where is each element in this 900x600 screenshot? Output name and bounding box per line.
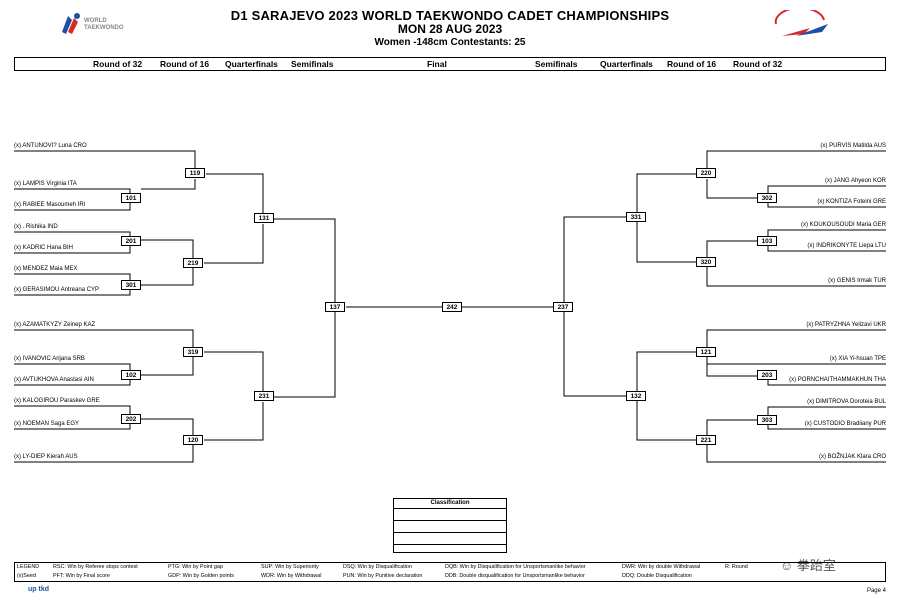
competitor-right-5: (x) INDRIKONYTE Liepa LTU <box>807 243 886 249</box>
competitor-right-3: (x) KONTIZA Foteini GRE <box>817 199 886 205</box>
round-header-right-r16: Round of 16 <box>667 59 717 69</box>
match-box-320: 320 <box>696 257 716 267</box>
rounds-header-bar: Round of 32 Round of 16 Quarterfinals Se… <box>14 57 886 71</box>
match-box-302: 302 <box>757 193 777 203</box>
classification-row-4 <box>394 545 506 556</box>
event-date: MON 28 AUG 2023 <box>397 22 503 36</box>
legend-dqb: DQB: Win by Disqualification for Unsport… <box>445 564 586 570</box>
match-box-101: 101 <box>121 193 141 203</box>
match-box-201: 201 <box>121 236 141 246</box>
legend-dsq: DSQ: Win by Disqualification <box>343 564 412 570</box>
match-box-120: 120 <box>183 435 203 445</box>
legend-ptg: PTG: Win by Point gap <box>168 564 223 570</box>
watermark: ☺ 拳跆室 <box>780 555 836 574</box>
up-tkd-logo: up tkd <box>28 586 49 593</box>
legend-round: R: Round <box>725 564 748 570</box>
match-box-131: 131 <box>254 213 274 223</box>
competitor-right-2: (x) JANG Ahyeon KOR <box>824 178 886 184</box>
weight-category: Women -148cm Contestants: 25 <box>374 37 526 48</box>
competitor-left-13: (x) LY-DIEP Kierah AUS <box>14 454 78 460</box>
round-header-left-r32: Round of 32 <box>93 59 143 69</box>
competitor-left-6: (x) MENDEZ Maia MEX <box>14 266 78 272</box>
match-box-301: 301 <box>121 280 141 290</box>
match-box-119: 119 <box>185 168 205 178</box>
competitor-right-8: (x) XIA Yi-hsuan TPE <box>829 356 886 362</box>
match-box-220: 220 <box>696 168 716 178</box>
round-header-left-r16: Round of 16 <box>160 59 210 69</box>
competitor-right-12: (x) BOŽNJAK Klara CRO <box>818 454 886 460</box>
round-header-final: Final <box>427 59 447 69</box>
watermark-text: 拳跆室 <box>796 558 836 573</box>
match-box-final-242: 242 <box>442 302 462 312</box>
legend-dwr: DWR: Win by double Withdrawal <box>622 564 701 570</box>
legend-sup: SUP: Win by Superiority <box>261 564 319 570</box>
competitor-left-5: (x) KADRIC Hana BIH <box>14 245 74 251</box>
competitor-left-4: (x) . Rishika IND <box>14 224 58 230</box>
match-box-303: 303 <box>757 415 777 425</box>
legend-wdr: WDR: Win by Withdrawal <box>261 573 322 579</box>
classification-row-2 <box>394 521 506 533</box>
classification-title: Classification <box>394 499 506 509</box>
competitor-right-7: (x) PATRYZHNA Yelizavi UKR <box>806 322 886 328</box>
competitor-left-1: (x) ANTUNOVI? Luna CRO <box>14 143 87 149</box>
page-number: Page 4 <box>866 588 886 594</box>
legend-ddb: DDB: Double disqualification for Unsport… <box>445 573 585 579</box>
legend-pft: PFT: Win by Final score <box>53 573 110 579</box>
match-box-203: 203 <box>757 370 777 380</box>
legend-gdp: GDP: Win by Golden points <box>168 573 234 579</box>
legend-pun: PUN: Win by Punitive declaration <box>343 573 423 579</box>
legend-box: LEGEND (x)Seed RSC: Win by Referee stops… <box>14 562 886 582</box>
match-box-231: 231 <box>254 391 274 401</box>
classification-table: Classification <box>393 498 507 553</box>
competitor-right-1: (x) PURVIS Matilda AUS <box>820 143 886 149</box>
match-box-102: 102 <box>121 370 141 380</box>
competitor-left-10: (x) AVTUKHOVA Anastasi AIN <box>14 377 94 383</box>
logo-text-world: WORLD <box>84 18 107 24</box>
competitor-left-2: (x) LAMPIS Virginia ITA <box>14 181 77 187</box>
competitor-right-10: (x) DIMITROVA Doroteia BUL <box>807 399 886 405</box>
classification-row-1 <box>394 509 506 521</box>
round-header-right-r32: Round of 32 <box>733 59 783 69</box>
wechat-icon: ☺ <box>780 558 794 573</box>
competitor-left-11: (x) KALOGIROU Paraskev GRE <box>14 398 100 404</box>
round-header-left-qf: Quarterfinals <box>225 59 278 69</box>
round-header-right-qf: Quarterfinals <box>600 59 653 69</box>
event-title: D1 SARAJEVO 2023 WORLD TAEKWONDO CADET C… <box>230 8 670 23</box>
match-box-331: 331 <box>626 212 646 222</box>
round-header-left-sf: Semifinals <box>291 59 334 69</box>
competitor-left-3: (x) RABIEE Masoumeh IRI <box>14 202 86 208</box>
round-header-right-sf: Semifinals <box>535 59 578 69</box>
competitor-left-12: (x) NOEMAN Saga EGY <box>14 421 80 427</box>
match-box-121: 121 <box>696 347 716 357</box>
competitor-left-7: (x) GERASIMOU Antreana CYP <box>14 287 100 293</box>
competitor-right-6: (x) GENIS Irmak TUR <box>828 278 886 284</box>
competitor-right-4: (x) KOUKOUSOUDI Maria GER <box>800 222 886 228</box>
legend-rsc: RSC: Win by Referee stops contest <box>53 564 138 570</box>
competitor-right-9: (x) PORNCHAITHAMMAKHUN THA <box>789 377 886 383</box>
logo-text-taekwondo: TAEKWONDO <box>84 25 124 31</box>
legend-seed: (x)Seed <box>17 573 36 579</box>
legend-label: LEGEND <box>17 564 40 570</box>
competitor-left-9: (x) IVANOVIC Arijana SRB <box>14 356 85 362</box>
match-box-137: 137 <box>325 302 345 312</box>
match-box-103: 103 <box>757 236 777 246</box>
legend-ddq: DDQ: Double Disqualification <box>622 573 692 579</box>
match-box-237: 237 <box>553 302 573 312</box>
competitor-right-11: (x) CUSTODIO Bradiiany PUR <box>804 421 886 427</box>
world-taekwondo-logo: WORLD TAEKWONDO <box>58 10 138 40</box>
match-box-319: 319 <box>183 347 203 357</box>
classification-row-3 <box>394 533 506 545</box>
match-box-219: 219 <box>183 258 203 268</box>
match-box-202: 202 <box>121 414 141 424</box>
match-box-132: 132 <box>626 391 646 401</box>
match-box-221: 221 <box>696 435 716 445</box>
competitor-left-8: (x) AZAMATKYZY Zeinep KAZ <box>14 322 96 328</box>
